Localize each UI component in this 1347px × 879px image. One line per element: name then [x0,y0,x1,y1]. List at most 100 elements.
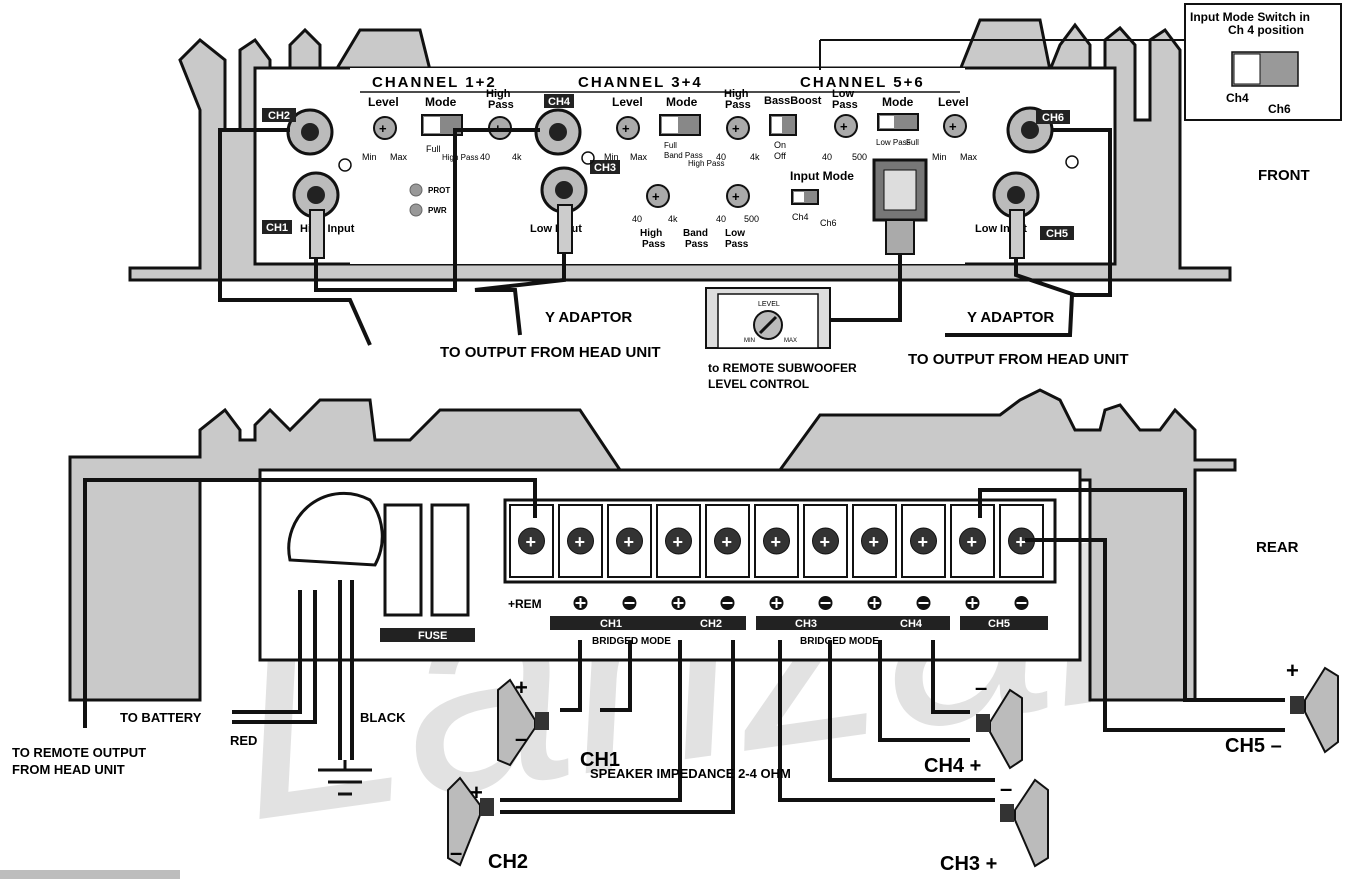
f40-label-1: 40 [480,152,490,162]
red-label: RED [230,733,257,748]
mode-label-3: Mode [882,95,914,109]
spk-ch3-minus: – [1000,776,1012,801]
to-output-right: TO OUTPUT FROM HEAD UNIT [908,351,1129,368]
bridged-label-2: BRIDGED MODE [800,636,879,647]
speaker-ch4[interactable] [976,688,1023,770]
high-input-label: High Input [300,223,355,235]
f40-label-2: 40 [716,152,726,162]
ch2-bar-label: CH2 [700,618,722,630]
speaker-ch1[interactable] [497,678,549,767]
sub-bp-label2: Pass [685,239,709,250]
terminal-ch4-minus[interactable]: + [901,504,946,610]
level-label-2: Level [612,95,643,109]
polarity-ch2-minus-icon [720,596,735,610]
terminal-ch5-plus[interactable]: + [950,504,995,610]
inset-title-2: Ch 4 position [1228,23,1304,37]
bass-boost-label: BassBoost [764,95,822,107]
ch4-bar-label: CH4 [900,618,923,630]
terminal-ch1-plus[interactable]: + [558,504,603,610]
mode-switch-2[interactable] [659,114,701,136]
terminal-ch3-minus[interactable]: + [803,504,848,610]
polarity-ch4-plus-icon [867,596,882,610]
mode-switch-3[interactable] [877,113,919,131]
svg-text:+: + [379,121,387,136]
remote-port[interactable] [872,158,928,255]
svg-text:+: + [732,189,740,204]
prot-led: PROT [409,183,450,197]
svg-text:LEVEL: LEVEL [758,301,780,308]
ch5-tag: CH5 [1046,228,1068,240]
rem-label: +REM [508,597,542,611]
terminal-ch4-plus[interactable]: + [852,504,897,610]
ch1-bar-label: CH1 [600,618,622,630]
svg-text:MIN: MIN [744,338,755,344]
polarity-ch1-minus-icon [622,596,637,610]
sub-hp-label: High [640,228,662,239]
ch3-bar-label: CH3 [795,618,817,630]
sub-hp-label2: Pass [642,239,666,250]
input-mode-switch[interactable] [791,189,819,205]
f500-label-3: 500 [852,152,867,162]
rca-jack-ch5[interactable] [992,171,1040,219]
max-label-1: Max [390,152,408,162]
mode-switch-1[interactable] [421,114,463,136]
rear-amplifier: FUSE +++++++++++ +REM CH1 CH2 BRIDGED MO… [12,388,1339,875]
off-label: Off [774,151,786,161]
speaker-ch3[interactable] [1000,778,1049,868]
polarity-ch4-minus-icon [916,596,931,610]
sub-f500: 500 [744,214,759,224]
svg-text:+: + [771,532,782,552]
sub-knob-1[interactable]: + [646,184,670,208]
rca-jack-ch4[interactable] [534,108,582,156]
svg-text:+: + [722,532,733,552]
rear-wires [83,478,1285,814]
ch3-tag: CH3 [594,162,616,174]
ch1-tag: CH1 [266,222,288,234]
speaker-ch2[interactable] [447,776,494,867]
channel-5-6-title: CHANNEL 5+6 [800,74,925,91]
terminal-rem[interactable]: + [509,504,554,578]
svg-text:+: + [575,532,586,552]
low-pass-knob[interactable]: + [834,114,858,138]
svg-text:+: + [949,119,957,134]
level-label-3: Level [938,95,969,109]
spk-ch3-label: CH3 + [940,853,997,875]
level-knob-3[interactable]: + [943,114,967,138]
high-pass-title-1b: Pass [488,99,514,111]
svg-text:PROT: PROT [428,186,450,195]
high-pass-label-1: High Pass [442,153,478,162]
level-knob-1[interactable]: + [373,116,397,140]
full-label-1: Full [426,144,441,154]
polarity-ch3-minus-icon [818,596,833,610]
svg-text:+: + [820,532,831,552]
terminal-ch2-minus[interactable]: + [705,504,750,610]
level-knob-2[interactable]: + [616,116,640,140]
spk-ch2-minus: – [450,840,462,865]
y-adaptor-left: Y ADAPTOR [545,309,632,326]
svg-text:+: + [526,532,537,552]
to-remote-label-1: TO REMOTE OUTPUT [12,745,146,760]
spk-ch2-label: CH2 [488,851,528,873]
polarity-ch2-plus-icon [671,596,686,610]
terminal-ch2-plus[interactable]: + [656,504,701,610]
remote-level-control[interactable]: LEVEL MIN MAX [705,287,831,349]
full-label-3: Full [906,138,919,147]
min-label-2: Min [604,152,619,162]
terminal-ch1-minus[interactable]: + [607,504,652,610]
bass-boost-switch[interactable] [769,114,797,136]
high-pass-label-2: High Pass [688,159,724,168]
terminal-ch5-minus[interactable]: + [999,504,1044,610]
terminal-ch3-plus[interactable]: + [754,504,799,610]
sub-knob-2[interactable]: + [726,184,750,208]
speaker-ch5[interactable] [1290,666,1339,754]
high-pass-knob-2[interactable]: + [726,116,750,140]
level-label-1: Level [368,95,399,109]
high-pass-title-1: High [486,88,511,100]
spk-ch4-label: CH4 + [924,755,981,777]
remote-caption-1: to REMOTE SUBWOOFER [708,361,857,375]
to-battery-label: TO BATTERY [120,710,202,725]
svg-text:+: + [732,121,740,136]
spk-ch5-label: CH5 – [1225,735,1282,757]
svg-text:+: + [673,532,684,552]
high-pass-title-2b: Pass [725,99,751,111]
